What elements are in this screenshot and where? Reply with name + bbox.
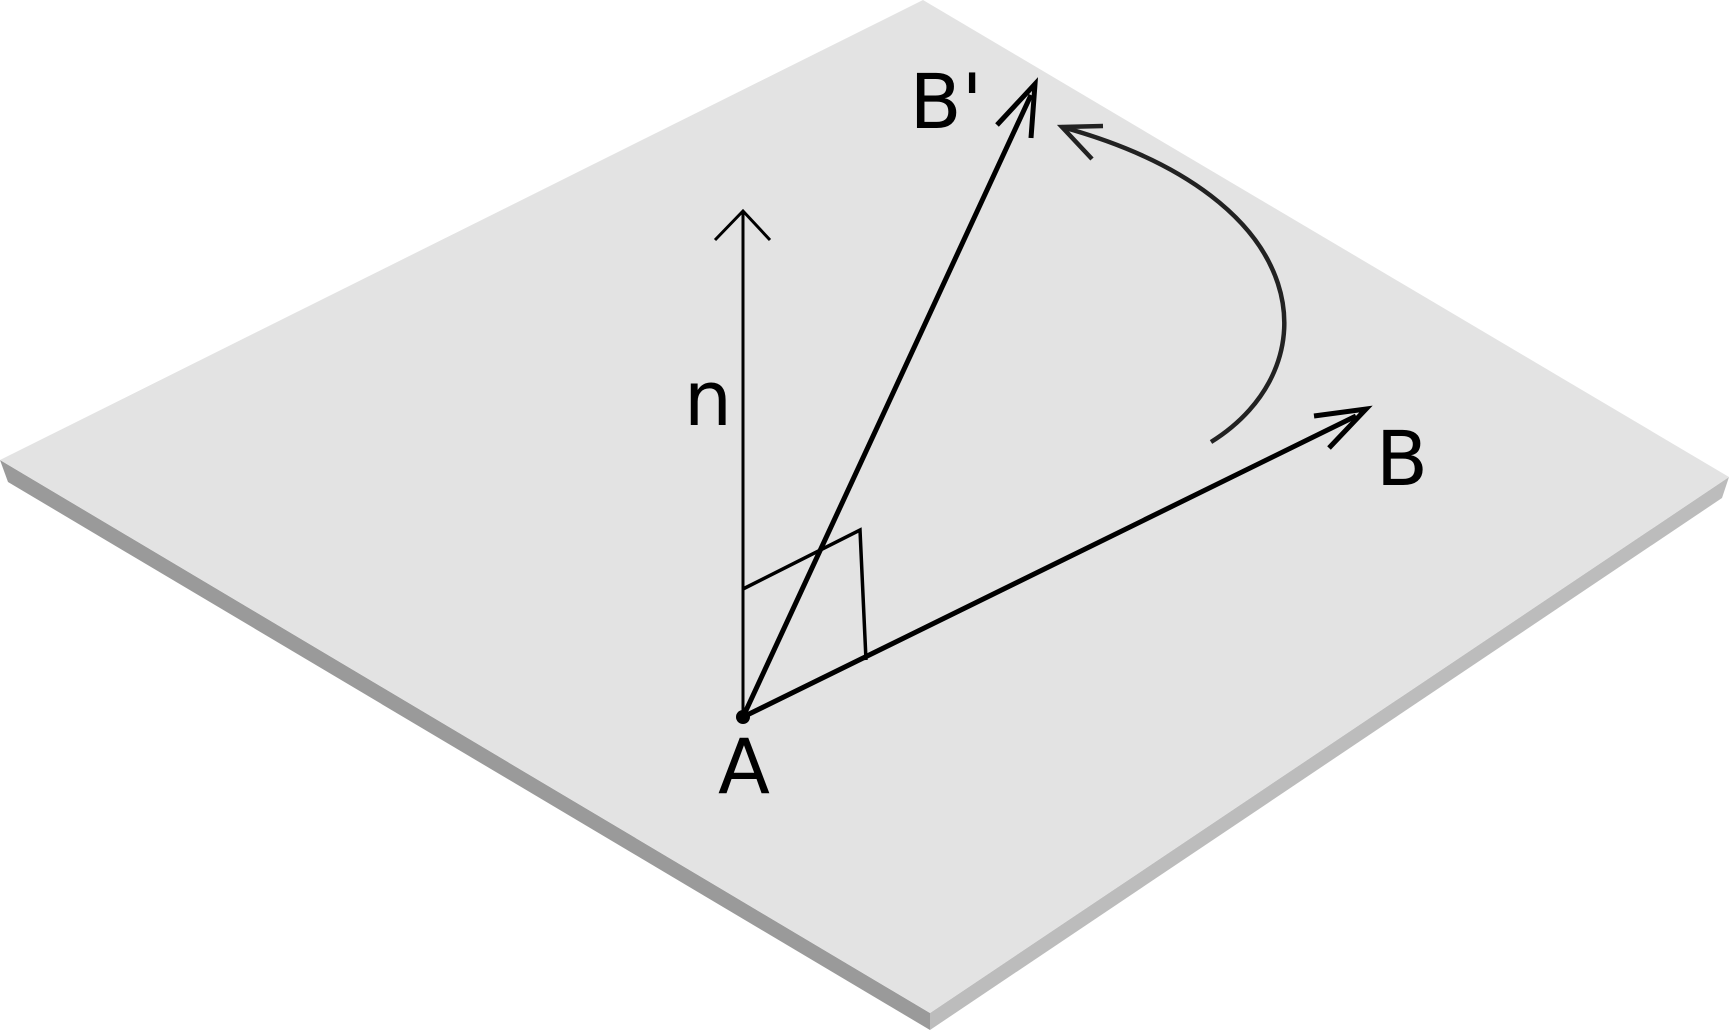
normal-vector: [713, 208, 772, 717]
plane-left-edge: [0, 460, 930, 1030]
curved-arrow-icon: [1056, 123, 1287, 444]
vector-ab: [741, 405, 1373, 720]
label-b-prime: B': [909, 57, 982, 146]
right-angle-marker: [742, 527, 868, 661]
label-n: n: [684, 354, 732, 443]
vector-ab-prime-line: [740, 93, 1034, 719]
label-a: A: [718, 722, 770, 811]
rotation-arc: [1061, 124, 1287, 444]
point-a-dot: [736, 710, 750, 724]
vector-ab-line: [741, 413, 1358, 720]
vector-ab-prime: [740, 77, 1039, 719]
plane-right-edge: [930, 477, 1729, 1030]
vector-ab-prime-arrowhead: [995, 77, 1039, 139]
rotation-arc-arrowhead: [1056, 123, 1104, 161]
normal-vector-arrowhead: [713, 208, 772, 242]
vector-ab-arrowhead: [1313, 405, 1373, 450]
label-b: B: [1376, 414, 1428, 503]
